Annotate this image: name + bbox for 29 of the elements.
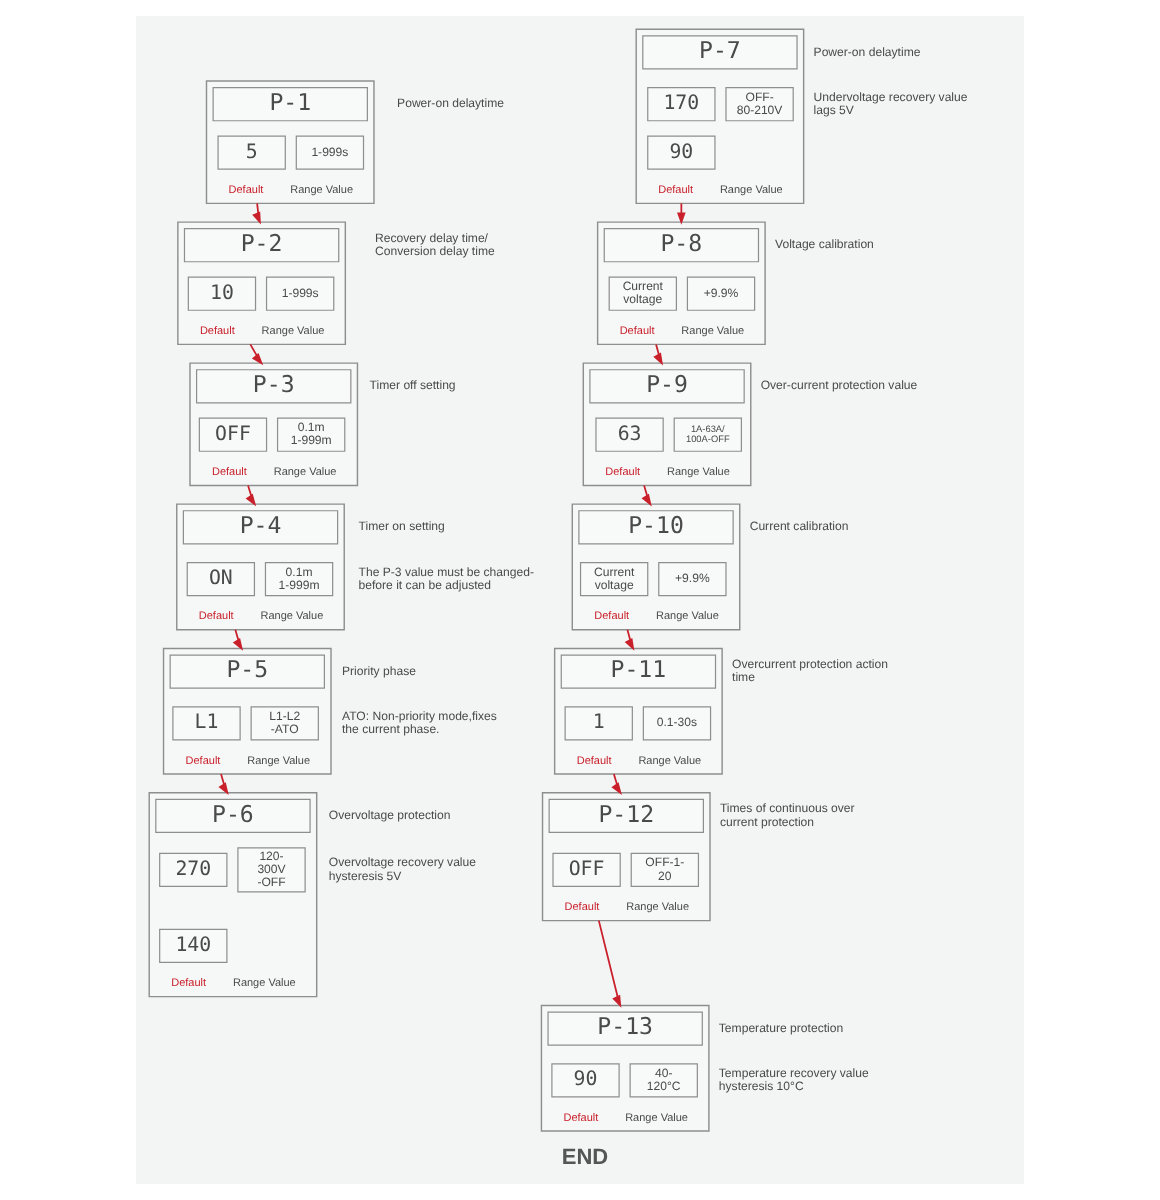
node-box: L1 xyxy=(172,706,241,741)
node-box: 90 xyxy=(647,135,716,170)
node-box: 10 xyxy=(187,276,257,311)
node-box: P-8 xyxy=(603,228,760,263)
label: END xyxy=(561,1146,609,1171)
node-box: OFF xyxy=(198,417,268,452)
node-box: P-4 xyxy=(182,510,339,545)
node-box: P-12 xyxy=(548,798,704,834)
node-box: P-1 xyxy=(212,87,368,122)
node-box: P-7 xyxy=(642,35,798,70)
node-box: P-11 xyxy=(560,654,717,689)
node-box: P-6 xyxy=(155,798,311,834)
node-box: ON xyxy=(186,561,256,597)
node-box: P-9 xyxy=(589,369,745,404)
node-box: OFF xyxy=(552,852,621,888)
node-box: 5 xyxy=(217,135,286,170)
node-box: 1 xyxy=(564,706,633,741)
node-box: P-13 xyxy=(547,1011,703,1046)
node-box: 90 xyxy=(551,1063,620,1098)
node-box: P-10 xyxy=(578,510,734,545)
arrow xyxy=(597,919,622,1008)
node-box: 140 xyxy=(159,928,228,964)
node-box: P-5 xyxy=(169,654,325,689)
arrow xyxy=(249,343,264,366)
node-box: 63 xyxy=(595,417,664,452)
node-box: 270 xyxy=(159,852,228,888)
node-box: P-3 xyxy=(196,369,352,404)
node-box: P-2 xyxy=(183,228,340,263)
node-box: 170 xyxy=(647,87,716,122)
